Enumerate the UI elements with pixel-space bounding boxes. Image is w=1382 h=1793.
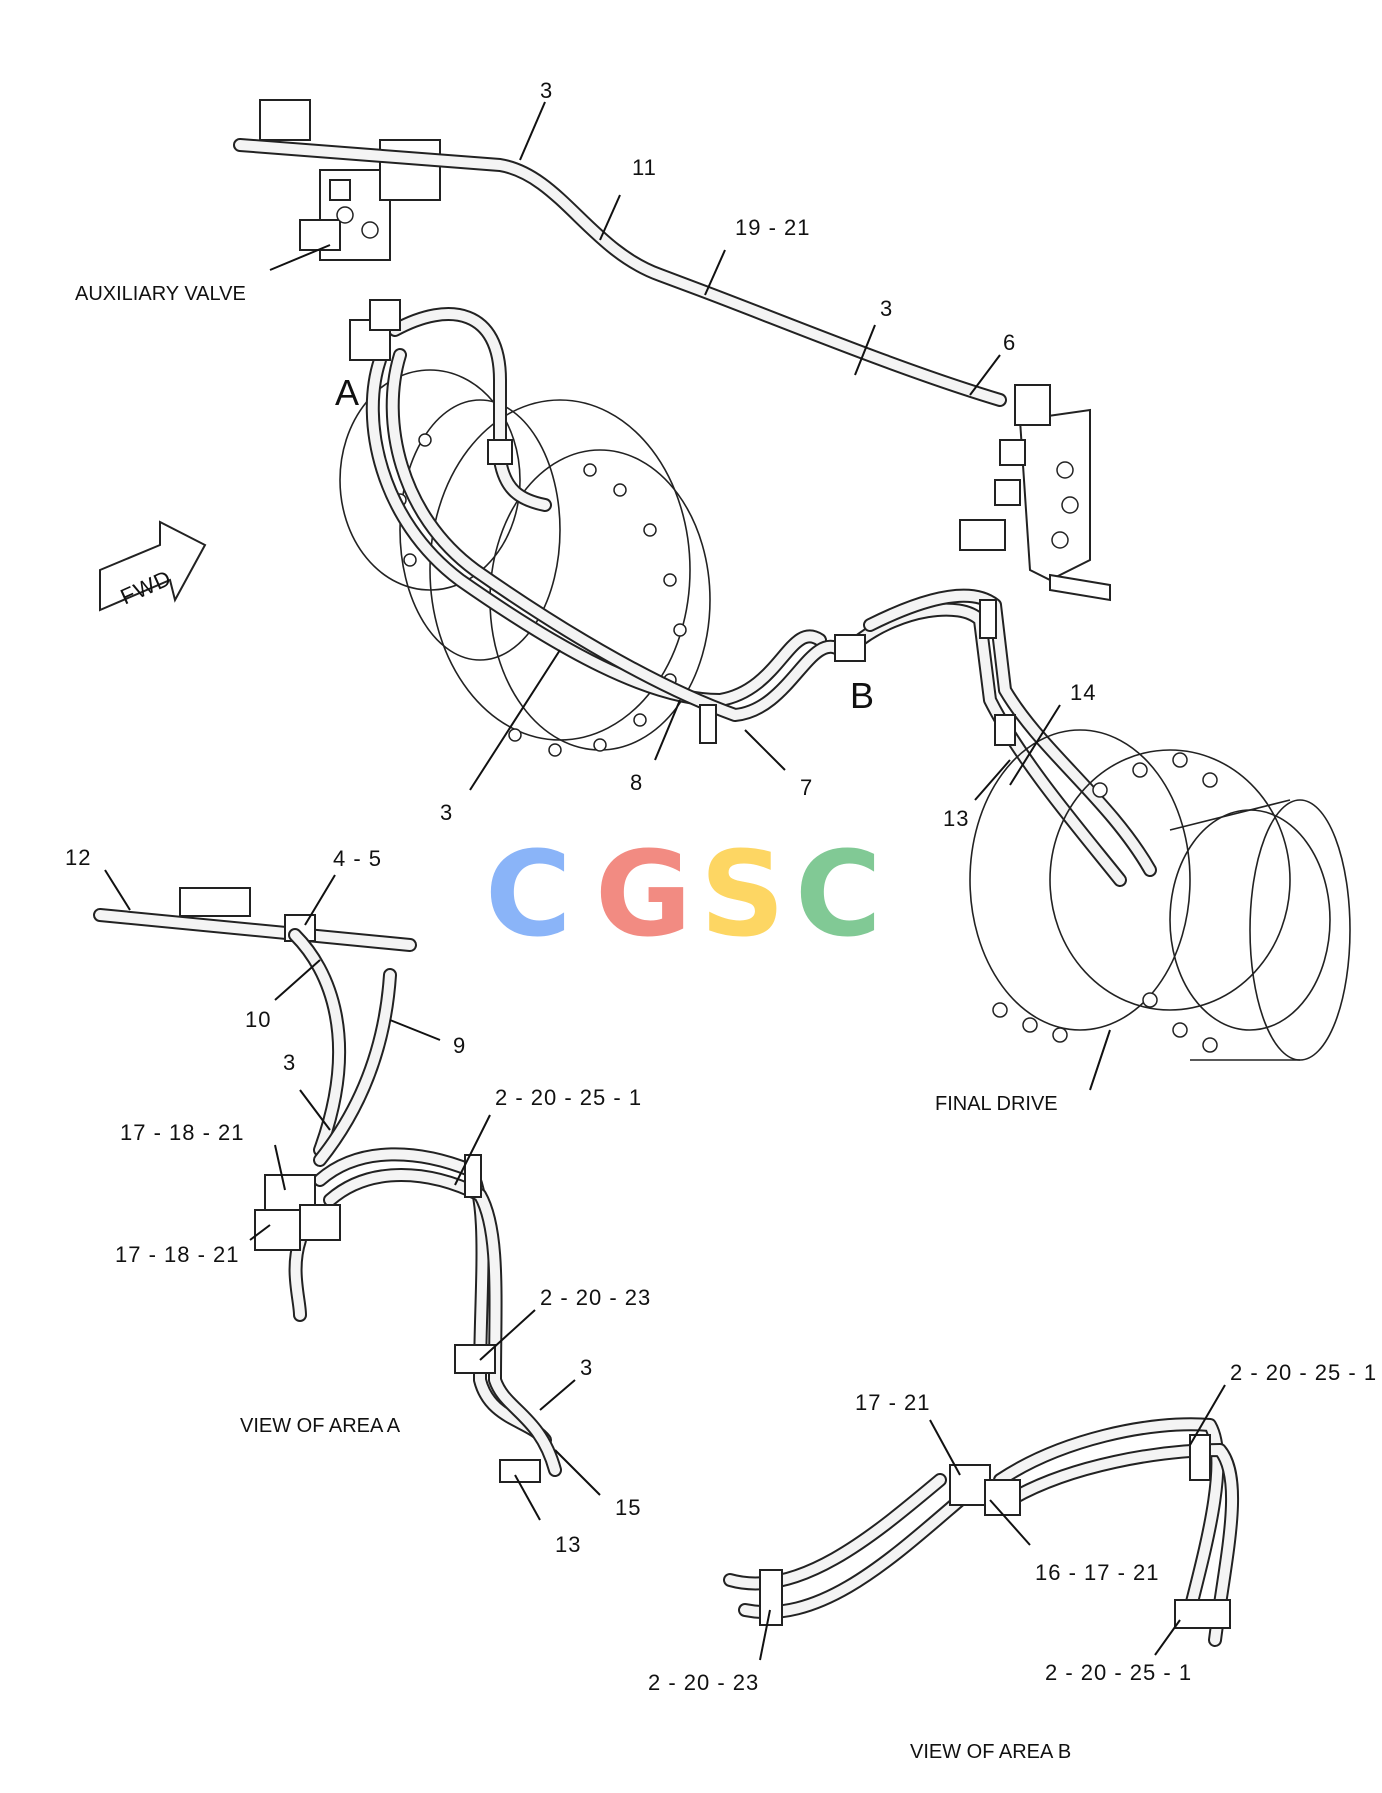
callout-a-3: 3 xyxy=(283,1050,296,1075)
area-a-marker: A xyxy=(335,372,359,413)
callout-3-lower: 3 xyxy=(440,800,453,825)
watermark-letter-g: G xyxy=(595,825,692,963)
final-drive-label: FINAL DRIVE xyxy=(935,1093,1058,1115)
callout-a-17-18-21-top: 17 - 18 - 21 xyxy=(120,1120,245,1145)
callout-a-4-5: 4 - 5 xyxy=(333,846,382,871)
watermark-letter-c1: C xyxy=(485,825,572,963)
right-final-drive xyxy=(969,729,1351,1061)
hose-8-7 xyxy=(349,299,1157,887)
watermark-letter-s: S xyxy=(700,825,785,963)
leader-lines xyxy=(104,101,1226,1661)
callout-a-17-18-21-bottom: 17 - 18 - 21 xyxy=(115,1242,240,1267)
callout-6: 6 xyxy=(1003,330,1016,355)
watermark-letter-c2: C xyxy=(795,825,882,963)
callout-7: 7 xyxy=(800,775,813,800)
callout-8: 8 xyxy=(630,770,643,795)
callout-a-2-20-25-1: 2 - 20 - 25 - 1 xyxy=(495,1085,642,1110)
right-valve-block xyxy=(959,384,1111,602)
callout-b-16-17-21: 16 - 17 - 21 xyxy=(1035,1560,1160,1585)
auxiliary-valve-assembly xyxy=(259,99,441,261)
area-b-marker: B xyxy=(850,675,874,716)
callout-b-17-21: 17 - 21 xyxy=(855,1390,931,1415)
callout-11: 11 xyxy=(632,155,657,180)
callout-b-2-20-25-1-bottom: 2 - 20 - 25 - 1 xyxy=(1045,1660,1192,1685)
view-area-a-label: VIEW OF AREA A xyxy=(240,1415,401,1437)
callout-a-9: 9 xyxy=(453,1033,466,1058)
view-area-b-label: VIEW OF AREA B xyxy=(910,1741,1071,1763)
auxiliary-valve-label: AUXILIARY VALVE xyxy=(75,283,246,305)
callout-a-15: 15 xyxy=(615,1495,641,1520)
callout-3-mid: 3 xyxy=(880,296,893,321)
callout-a-10: 10 xyxy=(245,1007,271,1032)
view-area-b-drawing xyxy=(723,1417,1240,1647)
callout-a-12: 12 xyxy=(65,845,91,870)
callout-b-2-20-23: 2 - 20 - 23 xyxy=(648,1670,759,1695)
watermark-logo: C G S C xyxy=(485,825,882,963)
callout-a-3-lower: 3 xyxy=(580,1355,593,1380)
fwd-arrow-icon: FWD xyxy=(99,520,207,612)
callout-a-13: 13 xyxy=(555,1532,581,1557)
callout-14: 14 xyxy=(1070,680,1096,705)
callout-a-2-20-23: 2 - 20 - 23 xyxy=(540,1285,651,1310)
callout-b-2-20-25-1-top: 2 - 20 - 25 - 1 xyxy=(1230,1360,1377,1385)
callout-19-21: 19 - 21 xyxy=(735,215,811,240)
view-area-a-drawing xyxy=(93,887,562,1483)
hose-11 xyxy=(233,138,1007,407)
callout-13: 13 xyxy=(943,806,969,831)
callout-3-top: 3 xyxy=(540,78,553,103)
